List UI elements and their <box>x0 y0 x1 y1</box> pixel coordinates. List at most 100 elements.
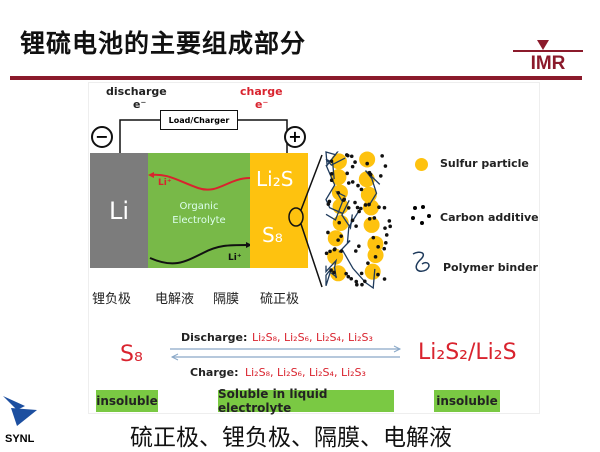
carbon-additive <box>371 235 376 240</box>
carbon-additive <box>329 178 334 183</box>
carbon-additive-icon <box>411 205 431 225</box>
carbon-additive <box>357 209 361 214</box>
carbon-additive <box>350 218 355 223</box>
carbon-additive <box>372 216 377 220</box>
carbon-additive <box>383 226 387 230</box>
carbon-additive <box>349 276 354 281</box>
carbon-additive <box>354 224 358 228</box>
caption: 硫正极、锂负极、隔膜、电解液 <box>130 425 452 451</box>
figure-frame <box>88 82 540 414</box>
load-charger-box: Load/Charger <box>160 110 238 130</box>
discharge-species: Li₂S₈, Li₂S₆, Li₂S₄, Li₂S₃ <box>252 331 373 344</box>
minus-icon: − <box>95 127 109 146</box>
discharge-text: Discharge: <box>181 331 248 344</box>
imr-logo: IMR <box>513 40 583 70</box>
s8-label: S₈ <box>262 223 283 247</box>
sulfur-particle <box>364 263 381 280</box>
carbon-additive <box>326 230 330 235</box>
carbon-additive <box>378 174 383 178</box>
electron-label-charge: e⁻ <box>255 98 269 111</box>
carbon-additive <box>383 164 388 168</box>
tag-insoluble-li2s: insoluble <box>434 390 500 412</box>
reaction-end: Li₂S₂/Li₂S <box>418 340 517 365</box>
carbon-additive <box>346 153 350 158</box>
polymer-binder <box>325 151 339 167</box>
carbon-additive <box>377 205 381 210</box>
carbon-additive <box>329 172 334 176</box>
label-anode: 锂负极 <box>92 292 132 307</box>
svg-text:IMR: IMR <box>531 53 566 70</box>
title-divider <box>10 76 582 80</box>
carbon-additive <box>353 200 357 205</box>
carbon-additive <box>329 268 333 272</box>
carbon-additive <box>355 205 360 210</box>
charge-label: charge <box>240 85 283 98</box>
carbon-additive <box>359 206 363 211</box>
discharge-label: discharge <box>106 85 167 98</box>
carbon-additive <box>332 270 336 275</box>
carbon-additive <box>345 171 349 176</box>
carbon-additive <box>339 234 343 238</box>
charge-text: Charge: <box>190 366 239 379</box>
carbon-additive <box>373 255 378 259</box>
carbon-additive <box>356 183 360 188</box>
carbon-additive <box>366 261 370 265</box>
polymer-binder-icon <box>412 251 430 272</box>
carbon-additive <box>346 206 351 210</box>
carbon-additive <box>363 279 367 284</box>
carbon-additive <box>384 233 389 237</box>
carbon-additive <box>363 203 368 207</box>
legend-binder: Polymer binder <box>443 261 538 274</box>
tag-insoluble-s8: insoluble <box>96 390 158 412</box>
sulfur-cathode: Li₂S S₈ <box>250 153 308 268</box>
legend-sulfur: Sulfur particle <box>440 157 529 170</box>
electrolyte: Organic Electrolyte Li⁺ Li⁺ <box>148 153 250 268</box>
carbon-additive <box>353 160 357 164</box>
carbon-additive <box>355 282 359 287</box>
electron-label: e⁻ <box>133 98 147 111</box>
label-electrolyte: 电解液 <box>155 292 195 307</box>
carbon-additive <box>376 272 380 277</box>
carbon-additive <box>329 159 334 163</box>
tag-soluble: Soluble in liquid electrolyte <box>218 387 394 415</box>
circuit-wires <box>91 119 306 153</box>
sulfur-particle <box>330 169 347 186</box>
lithium-anode: Li <box>90 153 148 268</box>
sulfur-particle <box>327 230 344 247</box>
carbon-additive <box>357 244 361 248</box>
sulfur-particle <box>362 199 379 216</box>
synl-logo <box>3 396 37 426</box>
sulfur-particle <box>330 265 347 282</box>
carbon-additive <box>337 220 342 225</box>
carbon-additive <box>388 224 393 229</box>
carbon-additive <box>346 181 351 185</box>
label-separator: 隔膜 <box>213 292 240 307</box>
carbon-additive <box>376 245 380 249</box>
polymer-binder <box>325 164 344 215</box>
polymer-binder <box>325 270 338 286</box>
ion-paths <box>148 172 252 265</box>
carbon-additive <box>360 282 364 287</box>
carbon-additive <box>336 238 340 242</box>
li2s-label: Li₂S <box>256 167 294 191</box>
carbon-additive <box>333 247 337 251</box>
electrolyte-text-1: Organic <box>179 201 219 212</box>
carbon-additive <box>328 249 332 254</box>
carbon-additive <box>336 190 341 195</box>
carbon-additive <box>346 274 351 279</box>
carbon-additive <box>367 217 372 221</box>
carbon-additive <box>367 202 371 207</box>
carbon-additive <box>354 279 359 284</box>
carbon-additive <box>344 271 348 276</box>
carbon-additive <box>350 180 355 184</box>
carbon-additive <box>382 277 387 281</box>
carbon-additive <box>359 187 364 192</box>
carbon-additive <box>350 164 355 169</box>
synl-text: SYNL <box>5 433 35 445</box>
carbon-additive <box>342 197 347 202</box>
carbon-additive <box>365 161 369 166</box>
li-ion-label-red: Li⁺ <box>158 178 172 188</box>
page-title: 锂硫电池的主要组成部分 <box>20 29 307 58</box>
polymer-binder <box>325 258 338 279</box>
reaction-start: S₈ <box>120 342 143 367</box>
